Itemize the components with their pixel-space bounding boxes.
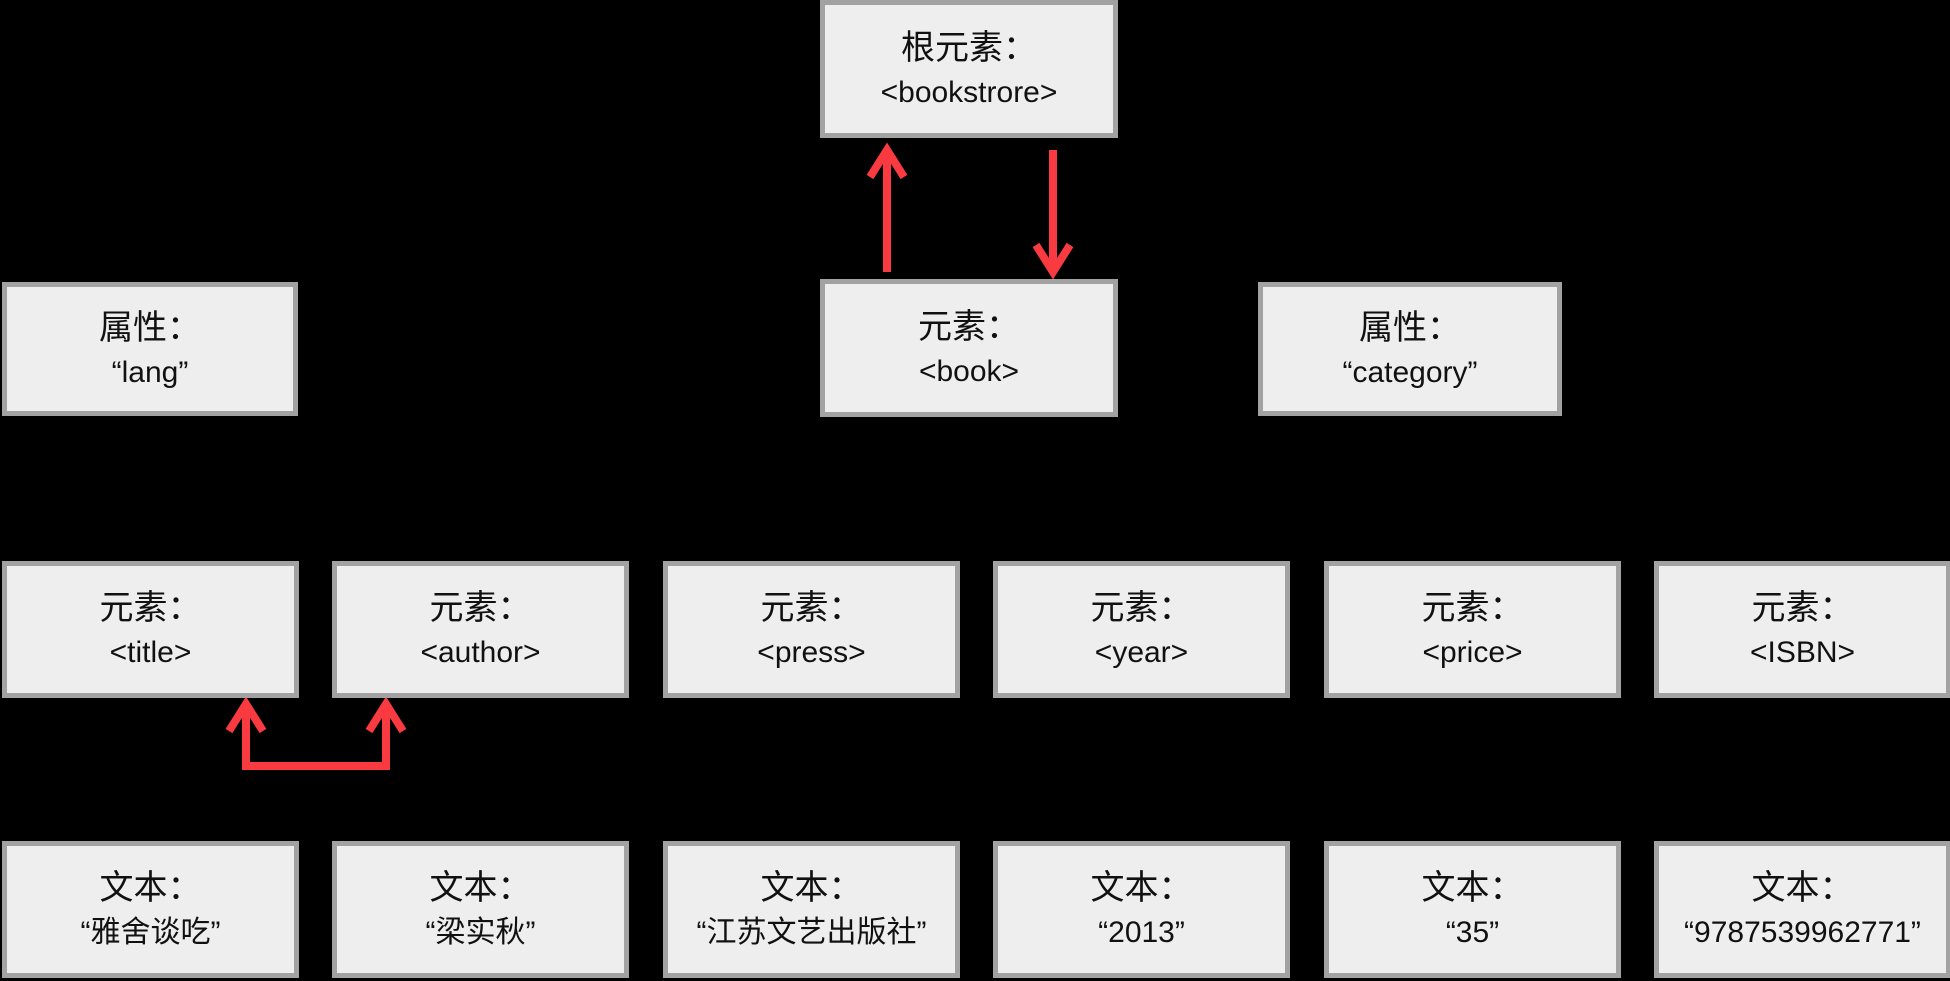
node-attribute-lang: 属性： “lang” (2, 282, 298, 416)
node-type-label: 元素： (1421, 589, 1524, 627)
arrow-book-to-root-head (866, 142, 908, 180)
node-type-label: 文本： (760, 869, 863, 907)
node-type-label: 元素： (429, 589, 532, 627)
node-type-label: 属性： (1359, 308, 1461, 347)
node-value: “category” (1342, 355, 1478, 389)
node-type-label: 元素： (760, 589, 863, 627)
node-text-press: 文本： “江苏文艺出版社” (663, 841, 960, 978)
node-root-element: 根元素： <bookstrore> (820, 0, 1118, 138)
node-value: “lang” (111, 355, 189, 389)
node-attribute-category: 属性： “category” (1258, 282, 1562, 416)
node-value: <price> (1422, 636, 1523, 669)
node-type-label: 属性： (99, 308, 201, 347)
node-type-label: 元素： (918, 307, 1020, 346)
node-element-title: 元素： <title> (2, 561, 299, 698)
node-type-label: 元素： (1090, 589, 1193, 627)
node-text-title: 文本： “雅舍谈吃” (2, 841, 299, 978)
node-type-label: 文本： (1751, 869, 1854, 907)
node-value: “雅舍谈吃” (80, 916, 221, 949)
node-value: <author> (420, 636, 541, 669)
node-element-author: 元素： <author> (332, 561, 629, 698)
arrow-sibling-right-head (365, 696, 407, 734)
node-book-element: 元素： <book> (820, 279, 1118, 417)
node-type-label: 元素： (1751, 589, 1854, 627)
node-value: <book> (918, 354, 1020, 388)
arrow-sibling-connector (242, 704, 390, 770)
node-value: “江苏文艺出版社” (696, 916, 927, 949)
node-element-isbn: 元素： <ISBN> (1654, 561, 1950, 698)
node-value: <title> (109, 636, 192, 669)
node-text-author: 文本： “梁实秋” (332, 841, 629, 978)
node-value: “35” (1445, 916, 1500, 949)
arrow-root-to-book-head (1032, 242, 1074, 280)
node-element-price: 元素： <price> (1324, 561, 1621, 698)
node-value: <bookstrore> (880, 75, 1058, 109)
node-text-price: 文本： “35” (1324, 841, 1621, 978)
node-value: <press> (757, 636, 866, 669)
arrow-sibling-left-head (225, 696, 267, 734)
node-element-press: 元素： <press> (663, 561, 960, 698)
node-value: “9787539962771” (1684, 916, 1921, 949)
node-value: <year> (1094, 636, 1189, 669)
node-text-isbn: 文本： “9787539962771” (1654, 841, 1950, 978)
node-type-label: 文本： (1090, 869, 1193, 907)
node-type-label: 文本： (99, 869, 202, 907)
node-element-year: 元素： <year> (993, 561, 1290, 698)
node-type-label: 文本： (429, 869, 532, 907)
node-type-label: 元素： (99, 589, 202, 627)
node-type-label: 根元素： (901, 28, 1037, 67)
node-value: “2013” (1098, 916, 1185, 949)
node-text-year: 文本： “2013” (993, 841, 1290, 978)
node-value: <ISBN> (1749, 636, 1856, 669)
node-type-label: 文本： (1421, 869, 1524, 907)
node-value: “梁实秋” (425, 916, 536, 949)
